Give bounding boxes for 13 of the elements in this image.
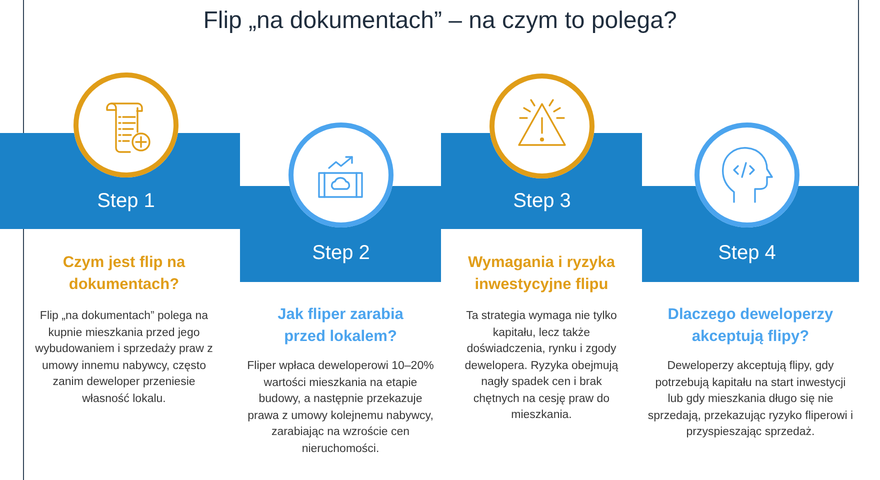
- step-label: Step 1: [97, 189, 155, 213]
- card-heading: Wymagania i ryzyka inwestycyjne flipu: [466, 253, 616, 295]
- card-body-text: Ta strategia wymaga nie tylko kapitału, lecz także doświadczenia, rynku i zgody dewelopera. Ryzyka obejmują nagły spadek cen i brak chętnych na cesję praw do mieszkania.: [464, 309, 620, 423]
- card-heading: Jak fliper zarabia przed lokalem?: [276, 305, 404, 347]
- step-label: Step 3: [513, 189, 571, 213]
- step-label: Step 2: [312, 241, 370, 265]
- card-body-text: Deweloperzy akceptują flipy, gdy potrzebują kapitału na start inwestycji lub gdy mieszkania długo się nie sprzedają, przekazując ryzyko fliperowi i przyspieszając sprzedaż.: [648, 359, 854, 440]
- card-body-text: Flip „na dokumentach” polega na kupnie mieszkania przed jego wybudowaniem i sprzedaży praw z umowy innemu nabywcy, często zanim deweloper przeniesie własność lokalu.: [35, 309, 213, 406]
- card-heading: Czym jest flip na dokumentach?: [62, 253, 186, 295]
- card-body-text: Fliper wpłaca deweloperowi 10–20% wartości mieszkania na etapie budowy, a następnie przekazuje prawa z umowy kolejnemu nabywcy, zarabiając na wzroście cen nieruchomości.: [246, 359, 435, 456]
- step-label: Step 4: [718, 241, 776, 265]
- diagram-title: Flip „na dokumentach” – na czym to polega?: [203, 6, 677, 36]
- card-heading: Dlaczego deweloperzy akceptują flipy?: [666, 305, 834, 347]
